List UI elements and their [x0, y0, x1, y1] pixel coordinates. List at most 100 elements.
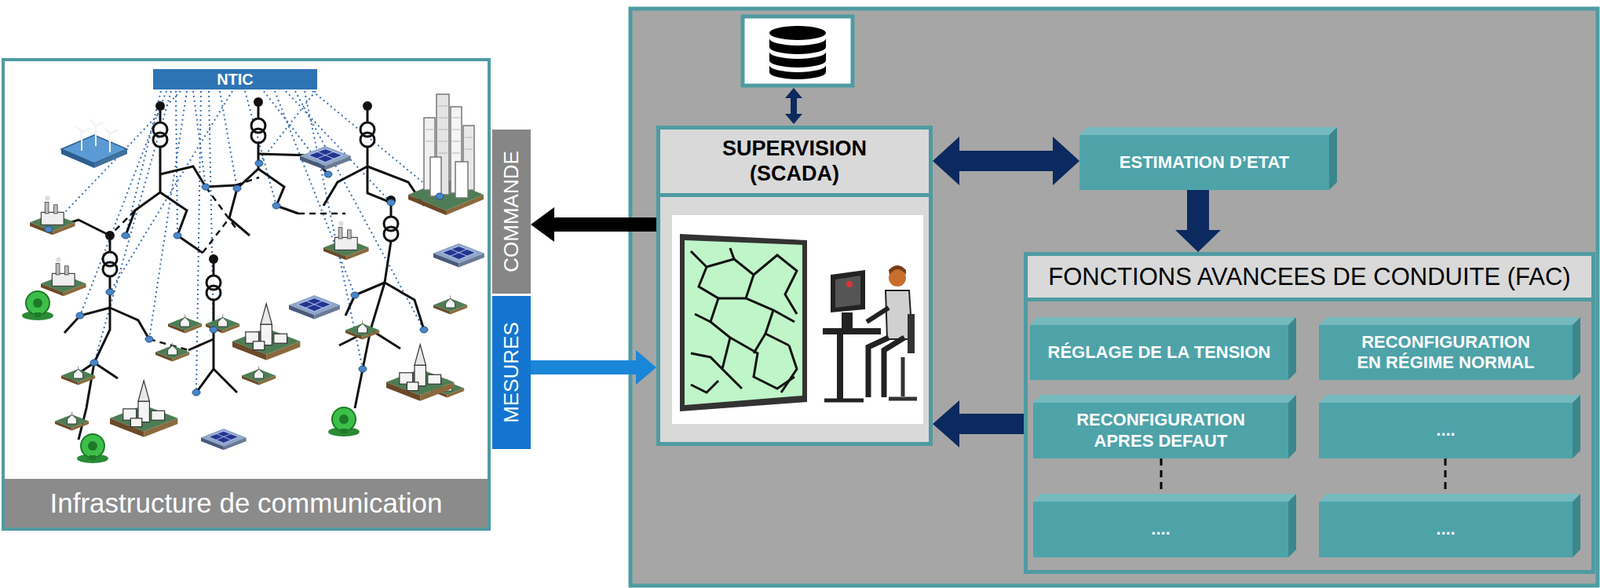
scada-picture — [672, 215, 924, 424]
network-illustration — [160, 166, 236, 187]
network-illustration — [173, 232, 182, 239]
function-box: RECONFIGURATION APRES DEFAUT — [1033, 402, 1289, 459]
network-illustration — [21, 291, 54, 321]
network-illustration — [328, 407, 360, 437]
city-block — [464, 137, 473, 139]
network-illustration — [80, 91, 167, 316]
scada-picture — [730, 248, 735, 260]
network-illustration — [48, 91, 440, 393]
network-illustration — [435, 193, 444, 200]
measure-bar: MESURES — [492, 295, 531, 450]
network-illustration — [386, 344, 454, 402]
city-block — [438, 105, 448, 107]
scada-picture — [690, 380, 719, 393]
network-illustration — [232, 303, 300, 361]
scada-picture — [835, 275, 861, 308]
network-illustration — [205, 186, 236, 228]
network-illustration — [29, 196, 76, 236]
network-illustration — [109, 380, 178, 438]
function-box: .... — [1318, 402, 1573, 459]
node-text: FONCTIONS AVANCEES DE CONDUITE (FAC) — [1027, 255, 1592, 302]
network-illustration — [433, 295, 468, 315]
network-illustration — [312, 91, 440, 197]
city-block — [425, 141, 434, 143]
node-text: .... — [1435, 420, 1455, 441]
wind-farm — [75, 119, 118, 153]
wind-farm — [80, 131, 82, 140]
wind-farm — [80, 131, 83, 151]
wind-farm — [61, 149, 95, 169]
scada-picture — [773, 310, 795, 322]
city-block — [438, 153, 448, 154]
scada-picture — [690, 353, 723, 369]
scada-picture — [888, 265, 906, 275]
city-block — [425, 129, 434, 131]
estimation-box: ESTIMATION D’ETAT — [1079, 135, 1330, 190]
network-illustration — [209, 326, 218, 333]
control-panel — [630, 8, 1598, 586]
wind-farm — [75, 125, 82, 132]
scada-picture — [846, 281, 853, 288]
network-illustration — [76, 434, 109, 464]
control-panel — [630, 8, 1598, 586]
scada-picture — [884, 337, 905, 398]
network-illustration — [205, 314, 240, 333]
node-text: RÉGLAGE DE LA TENSION — [1048, 342, 1272, 363]
city-block — [452, 129, 461, 131]
network-illustration — [208, 91, 214, 330]
city-block — [452, 141, 461, 143]
scada-picture — [679, 233, 808, 412]
scada-box: SUPERVISION (SCADA) — [656, 125, 933, 446]
node-text: .... — [1150, 518, 1170, 540]
network-illustration — [387, 199, 395, 206]
network-illustration — [145, 336, 154, 343]
network-illustration — [255, 160, 264, 167]
command-bar: COMMANDE — [492, 129, 531, 294]
scada-picture — [690, 251, 742, 389]
scada-picture — [690, 248, 797, 393]
ntic-tag: NTIC — [153, 69, 318, 90]
network-illustration — [200, 428, 247, 450]
scada-picture — [901, 357, 906, 397]
node-text: RECONFIGURATION APRES DEFAUT — [1066, 409, 1256, 452]
node-text: .... — [1435, 518, 1455, 540]
node-text: ESTIMATION D’ETAT — [1119, 152, 1290, 173]
function-box: .... — [1033, 501, 1289, 558]
network-illustration — [153, 101, 168, 147]
city-block — [464, 149, 473, 150]
function-box: RECONFIGURATION EN RÉGIME NORMAL — [1318, 325, 1573, 380]
network-illustration — [345, 282, 385, 316]
scada-picture — [730, 337, 795, 389]
network-illustration — [61, 365, 95, 385]
network-illustration — [433, 243, 485, 268]
network-illustration — [109, 177, 346, 351]
wind-farm — [95, 122, 104, 126]
wind-farm — [94, 125, 96, 134]
function-box: RÉGLAGE DE LA TENSION — [1030, 325, 1289, 380]
scada-picture — [841, 312, 853, 329]
database-box — [742, 16, 853, 86]
network-illustration — [241, 365, 276, 385]
scada-picture — [866, 307, 889, 322]
network-illustration — [383, 195, 399, 242]
network-illustration — [295, 91, 424, 330]
scada-picture — [753, 333, 766, 354]
network-illustration — [94, 362, 118, 379]
network-illustration — [259, 91, 316, 164]
scada-picture — [658, 127, 931, 444]
wind-farm — [61, 135, 128, 164]
wind-farm — [109, 133, 110, 142]
network-illustration — [272, 202, 281, 209]
network-illustration — [235, 177, 260, 186]
infrastructure-panel: Infrastructure de communication NTIC — [1, 58, 491, 531]
network-illustration — [324, 171, 333, 178]
scada-picture — [907, 314, 915, 354]
scada-picture — [830, 270, 866, 313]
network-illustration — [48, 142, 424, 440]
node-text: MESURES — [499, 321, 524, 424]
network-illustration — [233, 185, 242, 192]
node-text: Infrastructure de communication — [4, 478, 488, 528]
scada-picture — [718, 297, 746, 300]
network-illustration — [358, 365, 367, 373]
